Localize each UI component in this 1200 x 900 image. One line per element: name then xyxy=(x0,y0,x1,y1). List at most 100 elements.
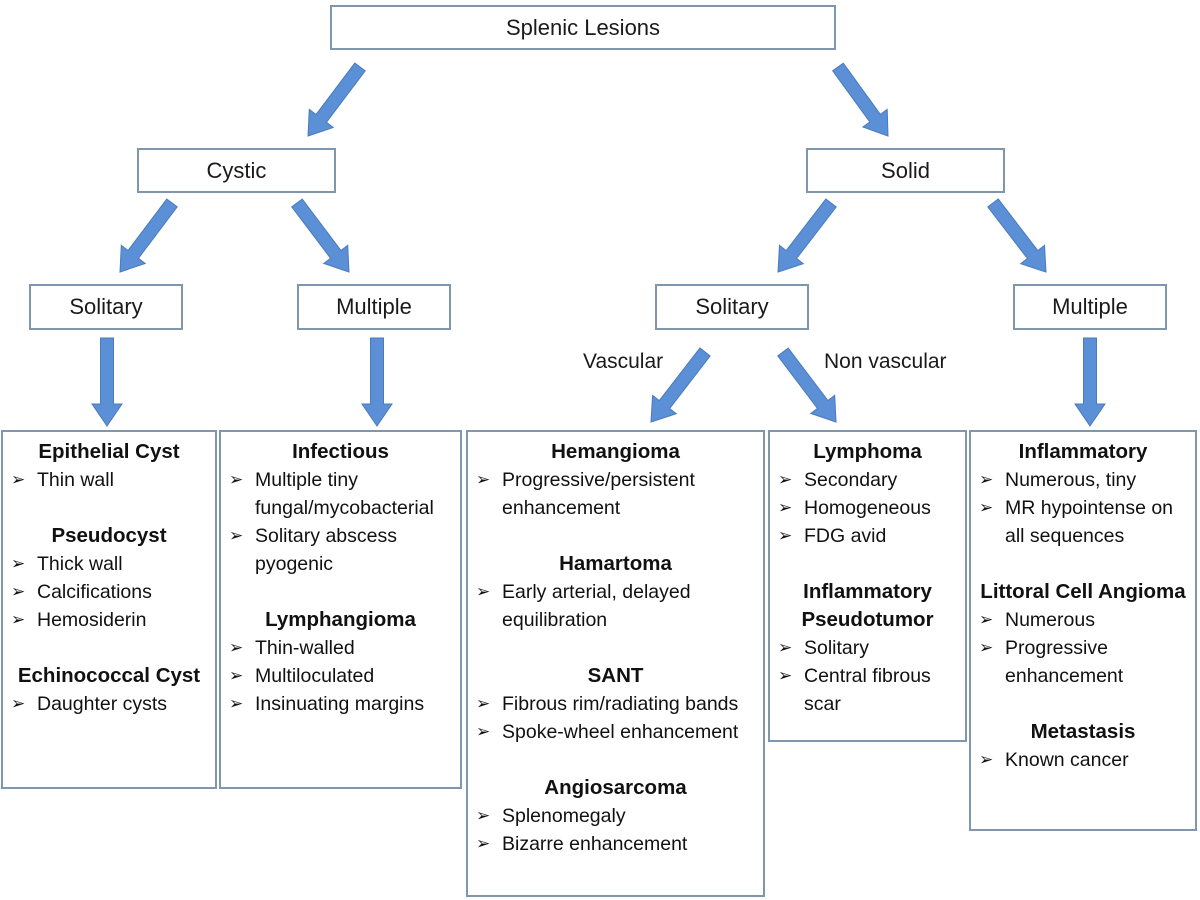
feature-item: ➢ Insinuating margins xyxy=(229,690,452,718)
arrowhead-bullet-icon: ➢ xyxy=(229,470,244,489)
feature-text: Secondary xyxy=(804,469,898,491)
feature-text: Central fibrous scar xyxy=(804,665,931,715)
solid-multiple-label: Multiple xyxy=(1052,294,1128,319)
feature-text: Bizarre enhancement xyxy=(502,833,688,855)
feature-item: ➢Hemosiderin xyxy=(11,606,207,634)
feature-item: ➢ Progressive enhancement xyxy=(979,634,1187,690)
feature-text: Homogeneous xyxy=(804,497,931,519)
arrow-cystic-to-multiple-icon xyxy=(291,198,350,273)
lesion-title: Hamartoma xyxy=(559,552,672,575)
arrowhead-bullet-icon: ➢ xyxy=(778,666,793,685)
lesion-title: Inflammatory xyxy=(1018,440,1148,463)
arrowhead-bullet-icon: ➢ xyxy=(778,498,793,517)
lesion-title: Lymphoma xyxy=(813,440,922,463)
arrowhead-bullet-icon: ➢ xyxy=(476,470,491,489)
lesion-title: Infectious xyxy=(292,440,389,463)
feature-item: ➢ Multiple tiny fungal/mycobacterial xyxy=(229,466,452,522)
feature-text: Fibrous rim/radiating bands xyxy=(502,693,739,715)
lesion-group: Angiosarcoma➢Splenomegaly➢Bizarre enhanc… xyxy=(476,774,755,858)
solid-solitary-label: Solitary xyxy=(695,294,769,319)
feature-text: Thick wall xyxy=(37,553,123,575)
arrowhead-bullet-icon: ➢ xyxy=(778,470,793,489)
feature-item: ➢ Thick wall xyxy=(11,550,207,578)
feature-text: Progressive enhancement xyxy=(1005,637,1124,687)
feature-text: Numerous, tiny xyxy=(1005,469,1137,491)
node-solid-solitary: Solitary xyxy=(655,284,809,330)
arrow-solid-to-solitary-icon xyxy=(777,198,837,273)
arrowhead-bullet-icon: ➢ xyxy=(11,610,26,629)
node-cystic-solitary: Solitary xyxy=(29,284,183,330)
feature-text: Splenomegaly xyxy=(502,805,626,827)
node-solid-multiple: Multiple xyxy=(1013,284,1167,330)
feature-text: Insinuating margins xyxy=(255,693,425,715)
arrowhead-bullet-icon: ➢ xyxy=(778,638,793,657)
panel-cystic-multiple: Infectious ➢ Multiple tiny fungal/mycobact… xyxy=(219,430,462,789)
lesion-title: SANT xyxy=(587,664,644,687)
arrowhead-bullet-icon: ➢ xyxy=(979,750,994,769)
arrowhead-bullet-icon: ➢ xyxy=(979,498,994,517)
lesion-group: Littoral Cell Angioma ➢Numerous ➢ Progressi… xyxy=(979,578,1187,690)
feature-text: Calcifications xyxy=(37,581,152,603)
feature-item: ➢Solitary abscess pyogenic xyxy=(229,522,452,578)
lesion-title: Hemangioma xyxy=(551,440,680,463)
feature-item: ➢FDG avid xyxy=(778,522,957,550)
lesion-group: Lymphoma ➢ Secondary ➢ Homogeneous ➢FDG avid xyxy=(778,438,957,550)
cystic-label: Cystic xyxy=(206,157,267,183)
arrowhead-bullet-icon: ➢ xyxy=(11,582,26,601)
cystic-multiple-label: Multiple xyxy=(336,294,412,319)
feature-item: ➢MR hypointense on all sequences xyxy=(979,494,1187,550)
feature-text: Multiple tiny fungal/mycobacterial xyxy=(255,469,434,519)
feature-item: ➢ Bizarre enhancement xyxy=(476,830,755,858)
arrow-root-to-solid-icon xyxy=(832,62,889,137)
feature-item: ➢ Central fibrous scar xyxy=(778,662,957,718)
feature-item: ➢ Known cancer xyxy=(979,746,1187,774)
feature-text: Solitary xyxy=(804,637,870,659)
arrowhead-bullet-icon: ➢ xyxy=(11,554,26,573)
lesion-title: Metastasis xyxy=(1030,720,1136,743)
arrowhead-bullet-icon: ➢ xyxy=(979,638,994,657)
arrowhead-bullet-icon: ➢ xyxy=(476,834,491,853)
panel-solid-multiple: Inflammatory ➢ Numerous, tiny ➢MR hypointen… xyxy=(969,430,1197,831)
feature-item: ➢Splenomegaly xyxy=(476,802,755,830)
feature-item: ➢Early arterial, delayed equilibration xyxy=(476,578,755,634)
root-label: Splenic Lesions xyxy=(505,14,661,40)
feature-item: ➢ Progressive/persistent enhancement xyxy=(476,466,755,522)
lesion-group: SANT ➢ Fibrous rim/radiating bands ➢Spoke-w… xyxy=(476,662,755,746)
lesion-title: Epithelial Cyst xyxy=(38,440,180,463)
arrowhead-bullet-icon: ➢ xyxy=(979,470,994,489)
feature-text: Early arterial, delayed equilibration xyxy=(502,581,691,631)
edge-label-vascular: Vascular xyxy=(583,350,664,373)
lesion-title: Lymphangioma xyxy=(265,608,416,631)
feature-item: ➢Numerous xyxy=(979,606,1187,634)
arrow-vascular-icon xyxy=(650,347,711,423)
feature-item: ➢ Homogeneous xyxy=(778,494,957,522)
arrow-cystic-multiple-down-icon xyxy=(361,337,393,427)
feature-item: ➢ Numerous, tiny xyxy=(979,466,1187,494)
arrowhead-bullet-icon: ➢ xyxy=(476,694,491,713)
lesion-group: Hamartoma ➢Early arterial, delayed equili… xyxy=(476,550,755,634)
lesion-group: Lymphangioma➢Thin-walled➢Multiloculated➢… xyxy=(229,606,452,718)
arrowhead-bullet-icon: ➢ xyxy=(778,526,793,545)
cystic-solitary-label: Solitary xyxy=(69,294,143,319)
node-cystic-multiple: Multiple xyxy=(297,284,451,330)
feature-item: ➢Spoke-wheel enhancement xyxy=(476,718,755,746)
arrow-solid-multiple-down-icon xyxy=(1074,337,1106,427)
lesion-title: Littoral Cell Angioma xyxy=(980,580,1186,603)
lesion-group: Echinococcal Cyst➢Daughter cysts xyxy=(11,662,207,718)
feature-item: ➢ Solitary xyxy=(778,634,957,662)
arrow-solid-to-multiple-icon xyxy=(987,198,1047,273)
arrowhead-bullet-icon: ➢ xyxy=(229,526,244,545)
arrow-cystic-solitary-down-icon xyxy=(91,337,123,427)
feature-text: Progressive/persistent enhancement xyxy=(502,469,695,519)
edge-label-non-vascular: Non vascular xyxy=(824,350,947,373)
feature-text: Known cancer xyxy=(1005,749,1129,771)
feature-text: Daughter cysts xyxy=(37,693,168,715)
feature-item: ➢Thin-walled xyxy=(229,634,452,662)
arrowhead-bullet-icon: ➢ xyxy=(229,694,244,713)
feature-text: Spoke-wheel enhancement xyxy=(502,721,739,743)
lesion-group: Epithelial Cyst➢Thin wall xyxy=(11,438,207,494)
lesion-group: Inflammatory ➢ Numerous, tiny ➢MR hypointen… xyxy=(979,438,1187,550)
